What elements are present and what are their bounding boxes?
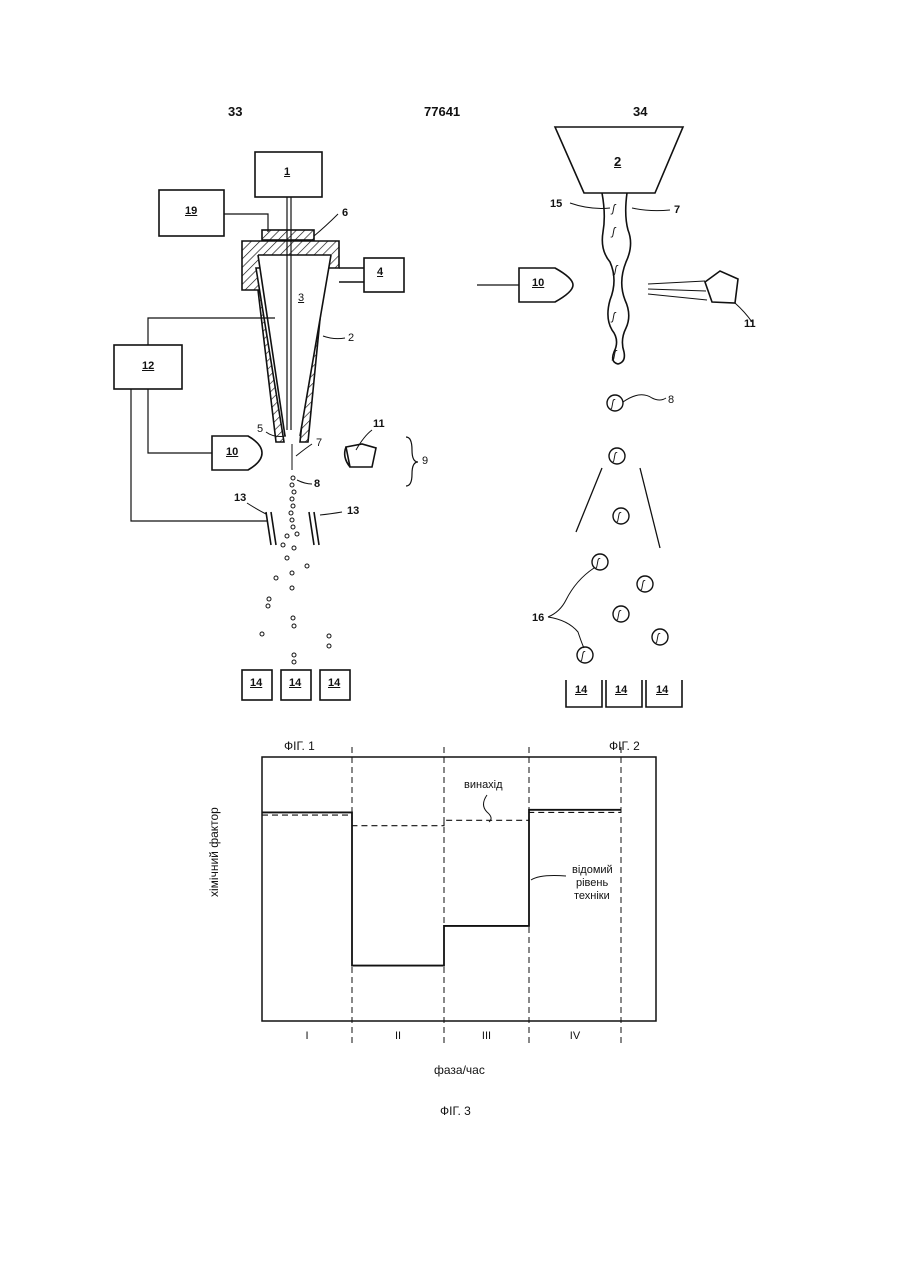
phase-label: II <box>395 1030 401 1042</box>
annotation-prior-art-1: відомий <box>572 864 613 876</box>
annotation-invention: винахід <box>464 779 503 791</box>
chart-x-axis-label: фаза/час <box>434 1063 485 1077</box>
figure-3-caption: ФІГ. 3 <box>440 1104 471 1118</box>
prior-art-leader <box>531 876 566 881</box>
chart-y-axis-label: хімічний фактор <box>207 807 221 897</box>
invention-leader <box>484 795 492 822</box>
series-line-1 <box>262 812 621 825</box>
phase-label: III <box>482 1030 491 1042</box>
chart-frame <box>262 757 656 1021</box>
annotation-prior-art-2: рівень <box>576 877 608 889</box>
phase-label: I <box>305 1030 308 1042</box>
series-line-2 <box>262 810 621 966</box>
annotation-prior-art-3: техніки <box>574 890 610 902</box>
phase-label: IV <box>570 1030 581 1042</box>
